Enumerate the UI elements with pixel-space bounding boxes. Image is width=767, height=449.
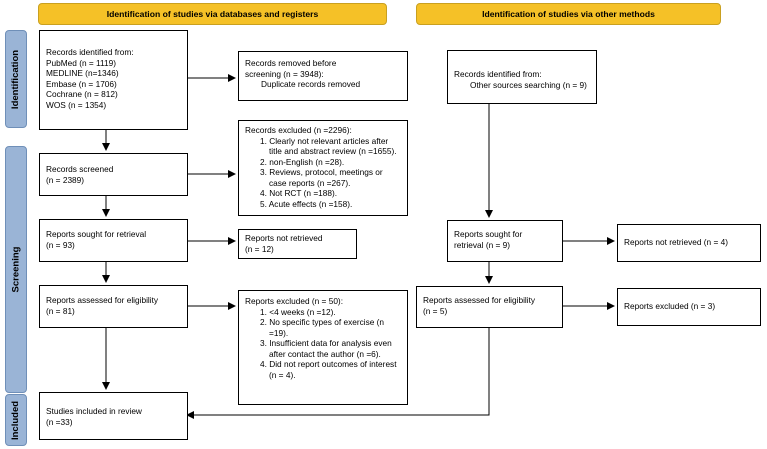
- arrow-other-to-included: [186, 328, 490, 419]
- studies-included-line1: Studies included in review: [46, 406, 142, 416]
- box-reports-excluded: Reports excluded (n = 50): 1. <4 weeks (…: [238, 290, 408, 405]
- records-excluded-list: 1. Clearly not relevant articles after t…: [245, 136, 401, 210]
- records-identified-title: Records identified from:: [46, 47, 134, 57]
- box-records-excluded: Records excluded (n =2296): 1. Clearly n…: [238, 120, 408, 216]
- box-records-removed: Records removed before screening (n = 39…: [238, 51, 408, 101]
- records-screened-line1: Records screened: [46, 164, 114, 174]
- reports-assessed-line1: Reports assessed for eligibility: [46, 295, 159, 305]
- records-removed-line2: screening (n = 3948):: [245, 68, 324, 79]
- box-reports-sought: Reports sought for retrieval (n = 93): [39, 219, 188, 262]
- header-other-text: Identification of studies via other meth…: [482, 9, 655, 19]
- records-identified-list: PubMed (n = 1119) MEDLINE (n=1346) Embas…: [46, 58, 181, 111]
- exclusion-reason: 1. Clearly not relevant articles after t…: [260, 135, 397, 157]
- box-other-excluded: Reports excluded (n = 3): [617, 288, 761, 326]
- records-screened-line2: (n = 2389): [46, 174, 85, 185]
- other-sought-line1: Reports sought for: [454, 229, 523, 239]
- header-databases: Identification of studies via databases …: [38, 3, 387, 25]
- records-removed-detail: Duplicate records removed: [261, 79, 361, 89]
- header-databases-text: Identification of studies via databases …: [106, 9, 319, 19]
- exclusion-reason: 3. Insufficient data for analysis even a…: [260, 338, 392, 359]
- reports-sought-line1: Reports sought for retrieval: [46, 229, 147, 239]
- exclusion-reason: 5. Acute effects (n =158).: [260, 198, 353, 209]
- source-embase: Embase (n = 1706): [46, 78, 117, 89]
- other-identified-line1: Records identified from:: [454, 69, 542, 79]
- other-identified-line2: Other sources searching (n = 9): [470, 79, 587, 90]
- box-other-not-retrieved: Reports not retrieved (n = 4): [617, 224, 761, 262]
- studies-included-line2: (n =33): [46, 416, 73, 427]
- reports-not-retrieved-line2: (n = 12): [245, 243, 274, 254]
- other-excluded-line1: Reports excluded (n = 3): [624, 301, 716, 311]
- reports-excluded-list: 1. <4 weeks (n =12). 2. No specific type…: [245, 307, 401, 381]
- reports-excluded-title: Reports excluded (n = 50):: [245, 296, 344, 306]
- reports-assessed-line2: (n = 81): [46, 305, 75, 316]
- records-removed-line1: Records removed before: [245, 58, 337, 68]
- source-medline: MEDLINE (n=1346): [46, 68, 119, 78]
- source-pubmed: PubMed (n = 1119): [46, 57, 117, 68]
- box-other-sought: Reports sought for retrieval (n = 9): [447, 220, 563, 262]
- exclusion-reason: 4. Not RCT (n =188).: [260, 188, 338, 198]
- exclusion-reason: 4. Did not report outcomes of interest (…: [260, 359, 397, 380]
- reports-not-retrieved-line1: Reports not retrieved: [245, 233, 323, 243]
- box-reports-assessed: Reports assessed for eligibility (n = 81…: [39, 285, 188, 328]
- box-other-identified: Records identified from: Other sources s…: [447, 50, 597, 104]
- exclusion-reason: 2. No specific types of exercise (n =19)…: [260, 317, 385, 338]
- stage-included: Included: [5, 394, 27, 446]
- other-sought-line2: retrieval (n = 9): [454, 239, 511, 250]
- stage-screening: Screening: [5, 146, 27, 393]
- stage-identification: Identification: [5, 30, 27, 128]
- source-wos: WOS (n = 1354): [46, 99, 107, 110]
- box-records-identified: Records identified from: PubMed (n = 111…: [39, 30, 188, 130]
- other-not-retrieved-line1: Reports not retrieved (n = 4): [624, 237, 728, 247]
- reports-sought-line2: (n = 93): [46, 239, 75, 250]
- box-reports-not-retrieved: Reports not retrieved (n = 12): [238, 229, 357, 259]
- records-excluded-title: Records excluded (n =2296):: [245, 125, 352, 135]
- header-other-methods: Identification of studies via other meth…: [416, 3, 721, 25]
- source-cochrane: Cochrane (n = 812): [46, 89, 118, 99]
- box-records-screened: Records screened (n = 2389): [39, 153, 188, 196]
- other-assessed-line2: (n = 5): [423, 305, 448, 316]
- exclusion-reason: 1. <4 weeks (n =12).: [260, 306, 336, 317]
- exclusion-reason: 2. non-English (n =28).: [260, 156, 345, 167]
- box-other-assessed: Reports assessed for eligibility (n = 5): [416, 286, 563, 328]
- other-assessed-line1: Reports assessed for eligibility: [423, 295, 536, 305]
- box-studies-included: Studies included in review (n =33): [39, 392, 188, 440]
- exclusion-reason: 3. Reviews, protocol, meetings or case r…: [260, 167, 383, 188]
